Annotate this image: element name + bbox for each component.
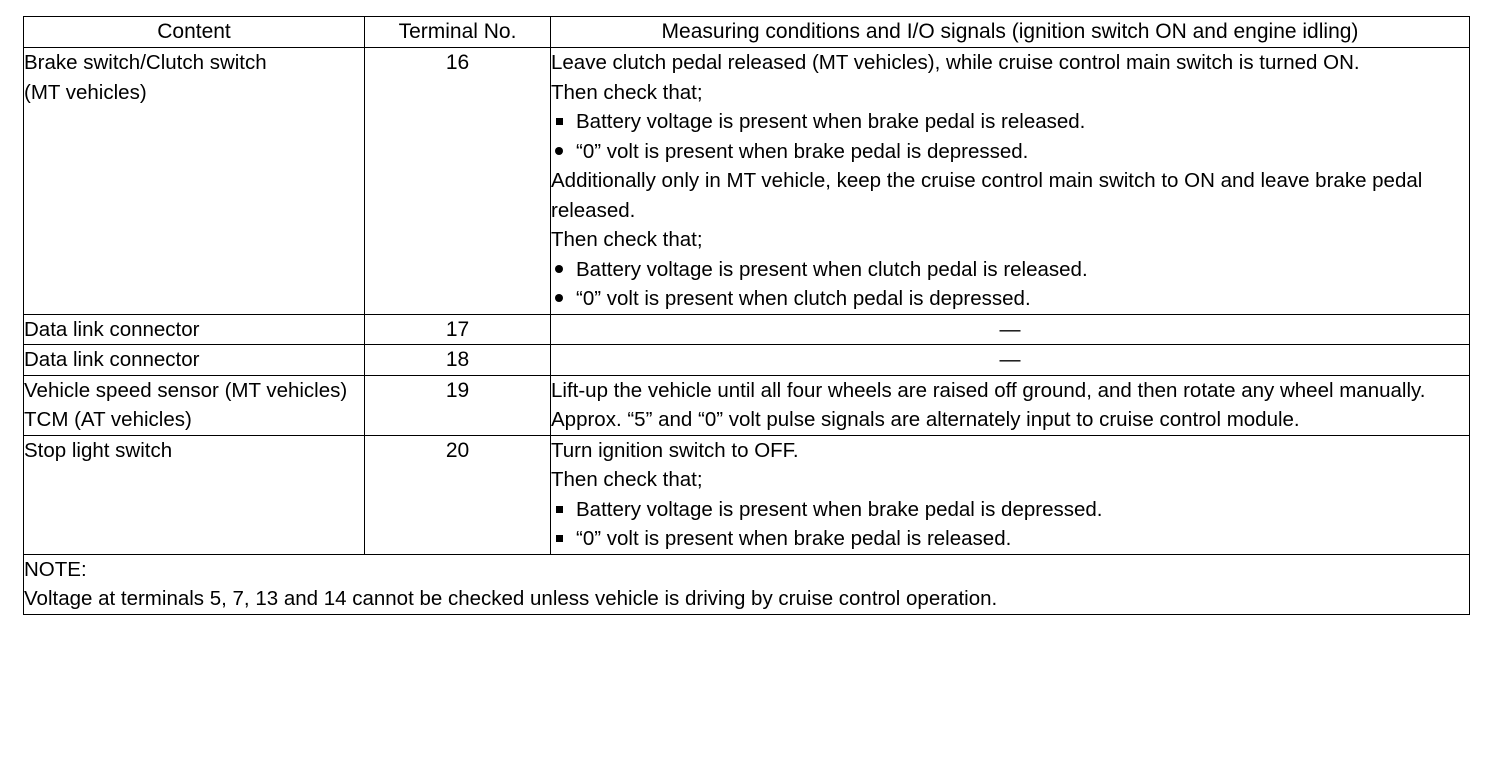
cell-measuring-conditions: Leave clutch pedal released (MT vehicles…: [550, 47, 1470, 315]
note-cell: NOTE: Voltage at terminals 5, 7, 13 and …: [23, 553, 1470, 615]
content-line: Stop light switch: [24, 438, 173, 462]
cell-content: Brake switch/Clutch switch (MT vehicles): [23, 47, 365, 315]
condition-paragraph: Then check that;: [551, 228, 703, 251]
cell-content: Data link connector: [23, 313, 365, 345]
table-header: Content Terminal No. Measuring condition…: [23, 16, 1470, 48]
bullet-text: Battery voltage is present when brake pe…: [576, 110, 1086, 133]
square-bullet-icon: [556, 535, 563, 542]
table-footer: NOTE: Voltage at terminals 5, 7, 13 and …: [23, 553, 1470, 615]
cell-terminal-no: 20: [364, 434, 551, 555]
header-row: Content Terminal No. Measuring condition…: [23, 16, 1470, 48]
condition-bullet-item: “0” volt is present when brake pedal is …: [551, 524, 1469, 554]
condition-bullet-item: Battery voltage is present when brake pe…: [551, 107, 1469, 137]
condition-paragraph: Approx. “5” and “0” volt pulse signals a…: [551, 408, 1300, 431]
no-data-dash: —: [999, 317, 1021, 341]
cell-measuring-conditions: Lift-up the vehicle until all four wheel…: [550, 374, 1470, 436]
content-line: (MT vehicles): [24, 80, 147, 104]
condition-bullet-list: Battery voltage is present when clutch p…: [551, 255, 1469, 314]
table-row: Data link connector 18 —: [23, 344, 1470, 376]
terminal-measuring-conditions-table: Content Terminal No. Measuring condition…: [23, 16, 1470, 615]
cell-content: Stop light switch: [23, 434, 365, 555]
round-bullet-icon: [555, 146, 563, 155]
table-row: Data link connector 17 —: [23, 313, 1470, 345]
table-row: Vehicle speed sensor (MT vehicles) TCM (A…: [23, 374, 1470, 436]
square-bullet-icon: [556, 118, 563, 125]
content-line: TCM (AT vehicles): [24, 408, 192, 431]
cell-content: Data link connector: [23, 344, 365, 376]
condition-bullet-item: “0” volt is present when clutch pedal is…: [551, 284, 1469, 314]
round-bullet-icon: [555, 294, 563, 302]
condition-bullet-item: Battery voltage is present when clutch p…: [551, 255, 1469, 285]
bullet-text: “0” volt is present when brake pedal is …: [576, 527, 1012, 550]
header-measuring-conditions: Measuring conditions and I/O signals (ig…: [550, 16, 1470, 48]
note-text: Voltage at terminals 5, 7, 13 and 14 can…: [24, 587, 998, 610]
cell-terminal-no: 16: [364, 47, 551, 315]
round-bullet-icon: [555, 264, 563, 273]
table-body: Brake switch/Clutch switch (MT vehicles) 1…: [23, 47, 1470, 555]
condition-paragraph: Then check that;: [551, 80, 703, 104]
bullet-text: Battery voltage is present when clutch p…: [576, 257, 1088, 281]
condition-bullet-item: “0” volt is present when brake pedal is …: [551, 137, 1469, 167]
content-line: Data link connector: [24, 317, 200, 341]
cell-content: Vehicle speed sensor (MT vehicles) TCM (A…: [23, 374, 365, 436]
condition-bullet-list: Battery voltage is present when brake pe…: [551, 495, 1469, 554]
condition-paragraph: Then check that;: [551, 468, 703, 491]
bullet-text: Battery voltage is present when brake pe…: [576, 497, 1103, 521]
cell-measuring-conditions: Turn ignition switch to OFF. Then check t…: [550, 434, 1470, 555]
cell-terminal-no: 17: [364, 313, 551, 345]
cell-terminal-no: 18: [364, 344, 551, 376]
note-title: NOTE:: [24, 557, 87, 581]
header-content: Content: [23, 16, 365, 48]
condition-paragraph: Turn ignition switch to OFF.: [551, 438, 799, 462]
cell-measuring-conditions: —: [550, 344, 1470, 376]
bullet-text: “0” volt is present when brake pedal is …: [576, 139, 1029, 163]
cell-terminal-no: 19: [364, 374, 551, 436]
header-terminal-no: Terminal No.: [364, 16, 551, 48]
condition-paragraph: Lift-up the vehicle until all four wheel…: [551, 378, 1426, 402]
note-row: NOTE: Voltage at terminals 5, 7, 13 and …: [23, 553, 1470, 615]
bullet-text: “0” volt is present when clutch pedal is…: [576, 287, 1031, 310]
no-data-dash: —: [999, 348, 1021, 371]
condition-paragraph: Additionally only in MT vehicle, keep th…: [551, 169, 1423, 222]
content-line: Data link connector: [24, 348, 200, 371]
cell-measuring-conditions: —: [550, 313, 1470, 345]
square-bullet-icon: [556, 505, 563, 513]
condition-paragraph: Leave clutch pedal released (MT vehicles…: [551, 51, 1360, 74]
content-line: Vehicle speed sensor (MT vehicles): [24, 378, 348, 402]
condition-bullet-list: Battery voltage is present when brake pe…: [551, 107, 1469, 166]
condition-bullet-item: Battery voltage is present when brake pe…: [551, 495, 1469, 525]
content-line: Brake switch/Clutch switch: [24, 51, 267, 74]
table-row: Brake switch/Clutch switch (MT vehicles) 1…: [23, 47, 1470, 315]
